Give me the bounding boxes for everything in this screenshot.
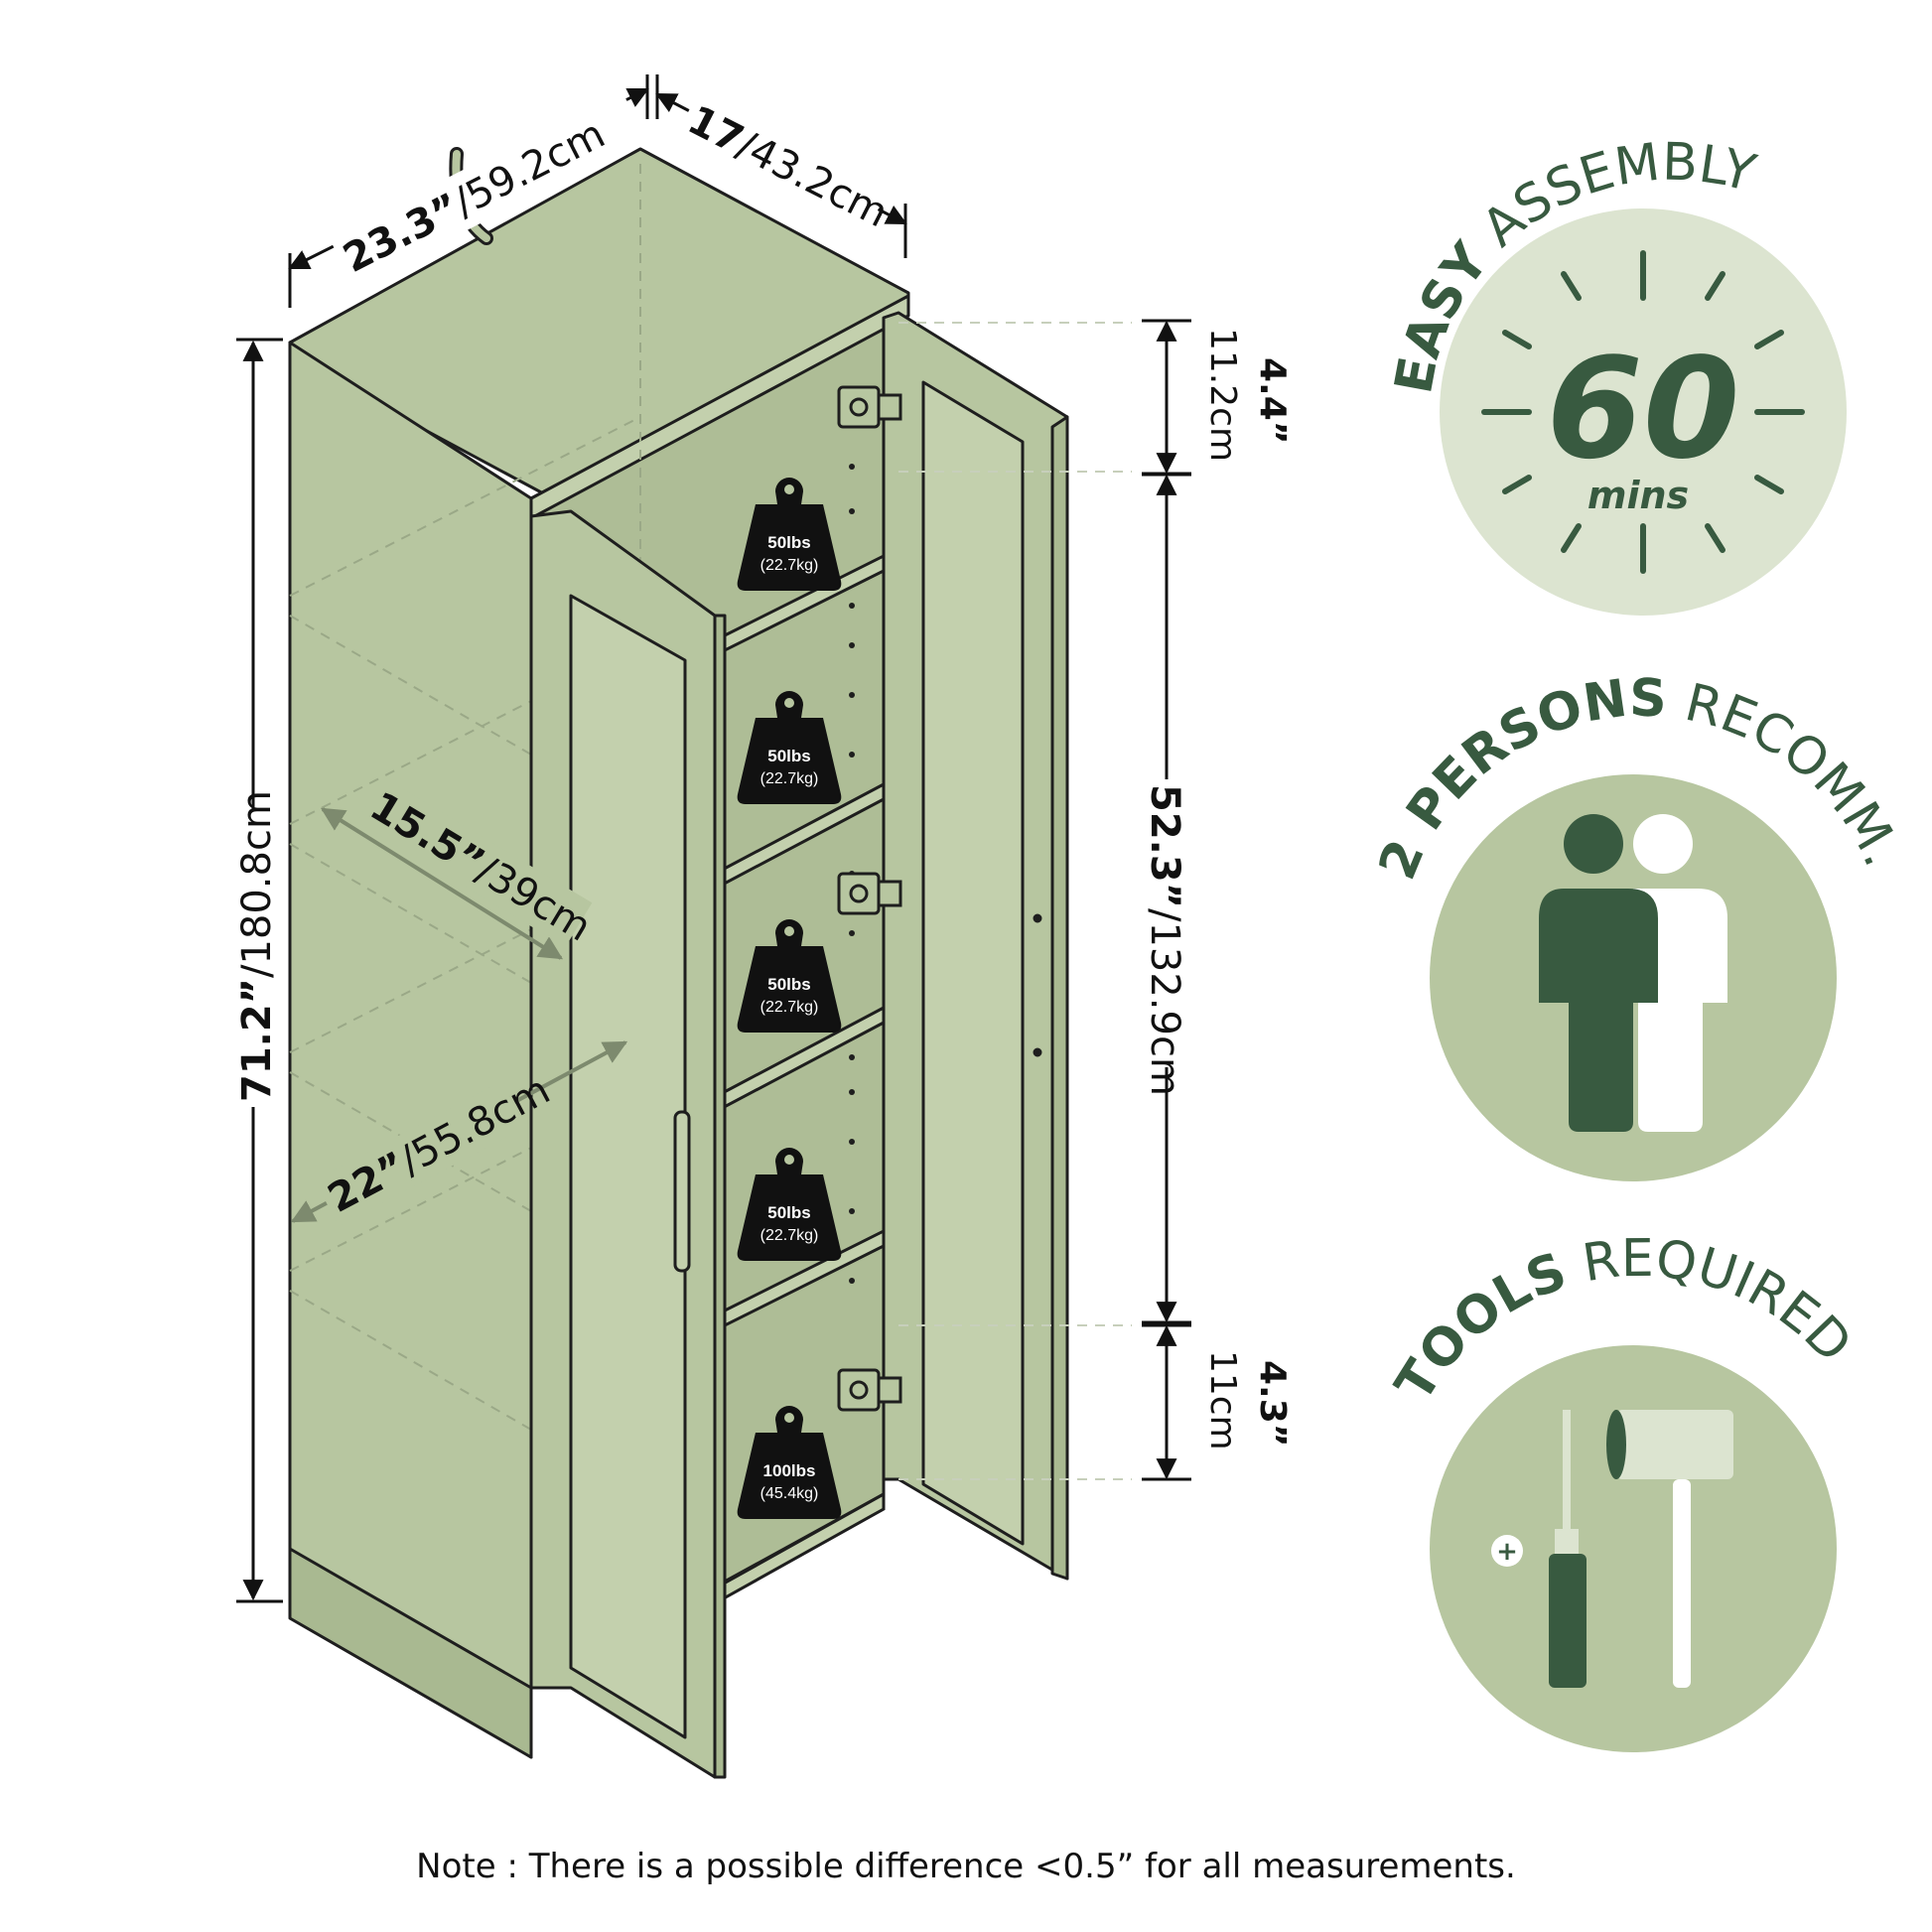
height-dimension: 71.2”/180.8cm — [228, 338, 284, 1603]
svg-text:(22.7kg): (22.7kg) — [760, 557, 819, 574]
right-door — [882, 311, 1069, 1581]
clock-ticks — [1481, 250, 1805, 574]
svg-text:4.4”: 4.4” — [1252, 357, 1293, 444]
svg-text:50lbs: 50lbs — [767, 975, 810, 994]
left-door — [529, 509, 727, 1779]
top-gap-dimension: 11.2cm 4.4” — [1142, 319, 1293, 476]
shelf-weight-3: 50lbs (22.7kg) — [737, 919, 842, 1033]
svg-text:71.2”/180.8cm: 71.2”/180.8cm — [234, 790, 280, 1102]
bottom-gap-dimension: 11cm 4.3” — [1142, 1323, 1293, 1481]
svg-text:11cm: 11cm — [1202, 1350, 1243, 1450]
svg-text:11.2cm: 11.2cm — [1202, 328, 1243, 462]
shelf-weight-1: 50lbs (22.7kg) — [737, 478, 842, 591]
svg-text:4.3”: 4.3” — [1252, 1360, 1293, 1447]
assembly-time-unit: mins — [1587, 474, 1689, 517]
svg-text:(22.7kg): (22.7kg) — [760, 1227, 819, 1244]
svg-text:50lbs: 50lbs — [767, 747, 810, 765]
persons-badge: 2 PERSONS RECOMM. — [1368, 669, 1912, 1181]
shelf-weight-4: 50lbs (22.7kg) — [737, 1148, 842, 1261]
shelf-pin-holes — [849, 464, 855, 1284]
measurement-note: Note : There is a possible difference <0… — [416, 1847, 1516, 1886]
svg-text:52.3”/132.9cm: 52.3”/132.9cm — [1142, 784, 1187, 1096]
tools-badge: TOOLS REQUIRED + — [1384, 1229, 1863, 1752]
mallet-icon — [1606, 1410, 1733, 1688]
svg-text:+: + — [1496, 1537, 1518, 1567]
shelf-weight-5: 100lbs (45.4kg) — [737, 1406, 842, 1519]
door-handle — [673, 1110, 691, 1273]
shelf-span-dimension: 52.3”/132.9cm — [1140, 473, 1195, 1324]
svg-text:50lbs: 50lbs — [767, 533, 810, 552]
svg-text:(22.7kg): (22.7kg) — [760, 770, 819, 787]
assembly-badge: EASY ASSEMBLY 60 mins — [1384, 133, 1847, 616]
hinges — [837, 385, 902, 1412]
person-dark-icon — [1539, 814, 1658, 1132]
svg-text:(22.7kg): (22.7kg) — [760, 999, 819, 1016]
shelf-weight-2: 50lbs (22.7kg) — [737, 691, 842, 804]
screwdriver-icon: + — [1491, 1410, 1587, 1688]
assembly-time: 60 — [1547, 329, 1740, 490]
svg-text:(45.4kg): (45.4kg) — [760, 1485, 819, 1502]
svg-text:100lbs: 100lbs — [763, 1461, 816, 1480]
svg-text:50lbs: 50lbs — [767, 1203, 810, 1222]
gap-guides — [898, 322, 1132, 1480]
